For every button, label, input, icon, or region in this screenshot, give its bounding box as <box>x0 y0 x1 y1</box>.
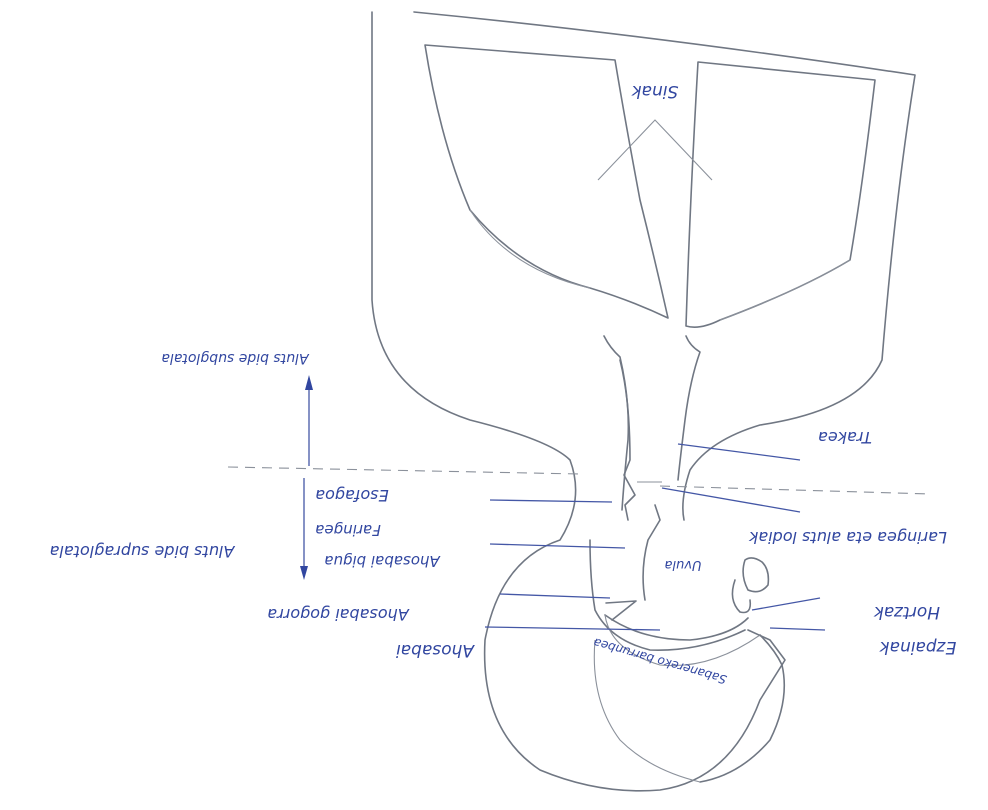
subglottic-arrow <box>305 375 313 466</box>
label-teeth: Hortzak <box>873 602 940 622</box>
label-supraglottic: Aluts bide supraglotala <box>50 542 236 561</box>
supraglottic-arrow <box>300 478 308 580</box>
label-trachea: Trakea <box>818 428 872 447</box>
label-sinus: Sinak <box>631 81 679 101</box>
label-subglottic: Aluts bide subglotala <box>161 350 309 366</box>
label-uvula: Uvula <box>664 557 701 572</box>
nasal-cavity-right <box>686 62 875 327</box>
label-lips: Ezpainak <box>879 637 957 657</box>
label-pharynx: Faringea <box>315 521 381 539</box>
label-hard-palate: Ahosabai gogorra <box>267 605 409 624</box>
uvula-epiglottis-shape <box>732 558 768 613</box>
pharynx-walls <box>620 360 662 600</box>
outer-head-outline <box>372 12 915 791</box>
label-larynx: Laringea eta aluts lodiak <box>748 528 947 547</box>
label-palate: Ahosabai <box>396 640 475 660</box>
label-oral-tongue: Ahosabai bigua <box>324 552 441 570</box>
label-esophagus: Esofagoa <box>315 486 388 505</box>
nasal-cavity-left <box>425 45 668 318</box>
